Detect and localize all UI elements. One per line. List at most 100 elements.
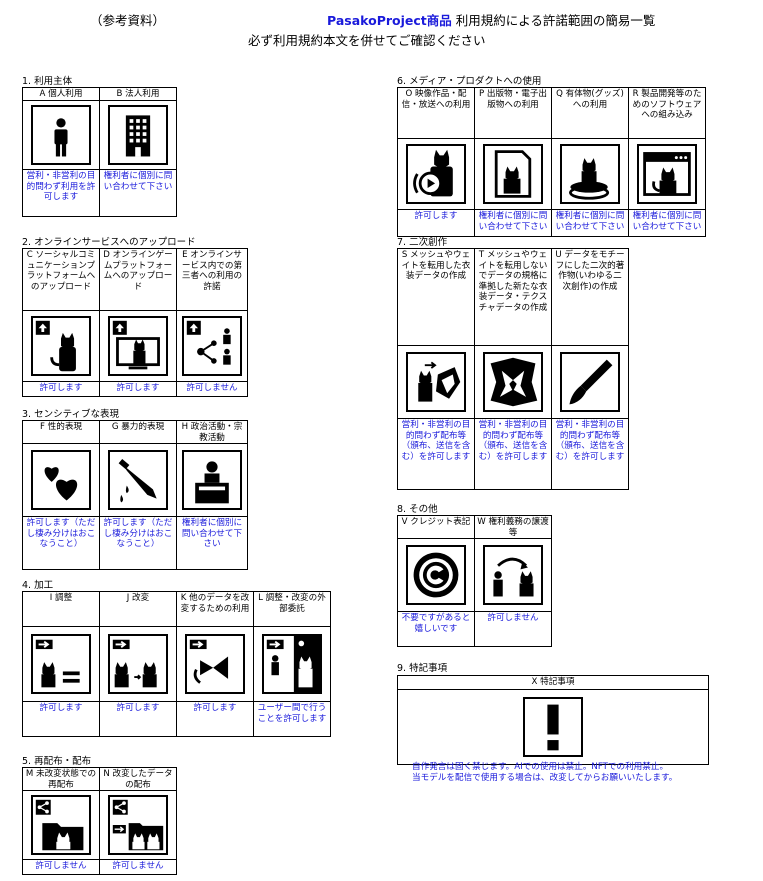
item-label: F 性的表現 (22, 420, 100, 444)
video-icon-svg (413, 149, 453, 197)
permission-item: F 性的表現許可します（ただし棲み分けはおこなうこと） (22, 420, 100, 570)
person-icon-svg (54, 118, 68, 157)
knife-icon (108, 450, 168, 510)
modify-icon-svg (112, 639, 157, 688)
section-special-notes: 9. 特記事項 X 特記事項 (397, 662, 709, 765)
section-title: 8. その他 (397, 504, 438, 515)
cloth-cat-icon (406, 352, 466, 412)
item-icon-cell (397, 138, 475, 210)
item-permission: 権利者に個別に問い合わせて下さい (99, 169, 177, 217)
item-icon-cell (253, 626, 331, 702)
permission-item: D オンラインゲームプラットフォームへのアップロード許可します (99, 248, 177, 397)
item-label: L 調整・改変の外部委託 (253, 591, 331, 627)
section-derivative: 7. 二次創作 S メッシュやウェイトを転用した衣装データの作成営利・非営利の目… (397, 236, 629, 490)
permission-item: C ソーシャルコミュニケーションプラットフォームへのアップロード許可します (22, 248, 100, 397)
share-people-icon-svg (186, 320, 231, 365)
podium-icon (182, 450, 242, 510)
share-folder-icon-svg (35, 799, 84, 851)
adjust-icon-svg (35, 639, 80, 688)
item-label: P 出版物・電子出版物への利用 (474, 87, 552, 139)
publication-icon-svg (494, 150, 532, 198)
item-permission: 権利者に個別に問い合わせて下さい (474, 209, 552, 237)
item-permission: 許可しません (474, 611, 552, 647)
permission-item: J 改変許可します (99, 591, 177, 737)
software-icon (637, 144, 697, 204)
item-icon-cell (99, 443, 177, 517)
permission-item: S メッシュやウェイトを転用した衣装データの作成営利・非営利の目的問わず配布等（… (397, 248, 475, 490)
item-label: B 法人利用 (99, 87, 177, 101)
item-label: V クレジット表記 (397, 515, 475, 539)
page-subtitle: 必ず利用規約本文を併せてご確認ください (248, 33, 486, 48)
permission-item: H 政治活動・宗教活動権利者に個別に問い合わせて下さい (176, 420, 248, 570)
item-icon-cell (474, 345, 552, 419)
modify-icon (108, 634, 168, 694)
title-text: 利用規約による許諾範囲の簡易一覧 (455, 13, 656, 28)
hearts-icon (31, 450, 91, 510)
item-icon-cell (22, 310, 100, 382)
knife-icon-svg (118, 458, 157, 503)
permission-item: K 他のデータを改変するための利用許可します (176, 591, 254, 737)
item-label: W 権利義務の譲渡等 (474, 515, 552, 539)
item-permission: ユーザー間で行うことを許可します (253, 701, 331, 737)
item-label: J 改変 (99, 591, 177, 627)
special-notes-label: X 特記事項 (398, 676, 708, 690)
item-permission: 許可します (397, 209, 475, 237)
item-label: R 製品開発等のためのソフトウェアへの組み込み (628, 87, 706, 139)
item-icon-cell (397, 345, 475, 419)
building-icon-svg (125, 115, 151, 157)
upload-cat-icon-svg (35, 320, 76, 372)
permission-item: G 暴力的表現許可します（ただし棲み分けはおこなうこと） (99, 420, 177, 570)
cloth-icon-svg (490, 357, 538, 407)
item-permission: 営利・非営利の目的問わず配布等（頒布、送信を含む）を許可します (551, 418, 629, 490)
item-label: T メッシュやウェイトを転用しないでデータの規格に準拠した新たな衣装データ・テク… (474, 248, 552, 346)
software-icon-svg (643, 152, 691, 196)
game-upload-icon-svg (112, 320, 160, 370)
permission-item: T メッシュやウェイトを転用しないでデータの規格に準拠した新たな衣装データ・テク… (474, 248, 552, 490)
item-permission: 許可します（ただし棲み分けはおこなうこと） (99, 516, 177, 570)
adjust-icon (31, 634, 91, 694)
brush-icon (560, 352, 620, 412)
item-icon-cell (176, 310, 248, 382)
copyright-icon (406, 545, 466, 605)
exclamation-icon-svg (547, 704, 559, 751)
share-folder-icon (31, 795, 91, 855)
item-permission: 許可します (22, 381, 100, 397)
person-icon (31, 105, 91, 165)
item-label: U データをモチーフにした二次的著作物(いわゆる二次創作)の作成 (551, 248, 629, 346)
brand-name: PasakoProject商品 (327, 13, 452, 28)
item-permission: 許可しません (99, 859, 177, 875)
section-title: 6. メディア・プロダクトへの使用 (397, 76, 542, 87)
transfer-icon-svg (493, 557, 534, 597)
permission-item: B 法人利用権利者に個別に問い合わせて下さい (99, 87, 177, 217)
item-label: N 改変したデータの配布 (99, 767, 177, 791)
share-modified-icon-svg (112, 799, 164, 851)
section-title: 5. 再配布・配布 (22, 756, 92, 767)
section-title: 4. 加工 (22, 580, 54, 591)
section-sensitive: 3. センシティブな表現 F 性的表現許可します（ただし棲み分けはおこなうこと）… (22, 408, 248, 570)
item-permission: 許可します (176, 701, 254, 737)
brush-icon-svg (569, 359, 613, 405)
cloth-icon (483, 352, 543, 412)
special-notes-box: X 特記事項 (397, 675, 709, 765)
special-note-line-2: 当モデルを配信で使用する場合は、改変してからお願いいたします。 (412, 773, 678, 783)
ribbon-icon (185, 634, 245, 694)
item-permission: 営利・非営利の目的問わず配布等（頒布、送信を含む）を許可します (397, 418, 475, 490)
section-redistribution: 5. 再配布・配布 M 未改変状態での再配布許可しません N 改変したデータの配布… (22, 755, 177, 875)
item-icon-cell (176, 443, 248, 517)
item-icon-cell (176, 626, 254, 702)
item-label: H 政治活動・宗教活動 (176, 420, 248, 444)
permission-item: Q 有体物(グッズ)への利用権利者に個別に問い合わせて下さい (551, 87, 629, 237)
podium-icon-svg (195, 461, 229, 504)
section-title: 9. 特記事項 (397, 663, 448, 674)
item-label: M 未改変状態での再配布 (22, 767, 100, 791)
share-people-icon (182, 316, 242, 376)
hearts-icon-svg (44, 467, 78, 501)
item-permission: 許可します (22, 701, 100, 737)
item-permission: 許可します (99, 701, 177, 737)
item-icon-cell (99, 100, 177, 170)
item-label: Q 有体物(グッズ)への利用 (551, 87, 629, 139)
publication-icon (483, 144, 543, 204)
item-permission: 権利者に個別に問い合わせて下さい (176, 516, 248, 570)
